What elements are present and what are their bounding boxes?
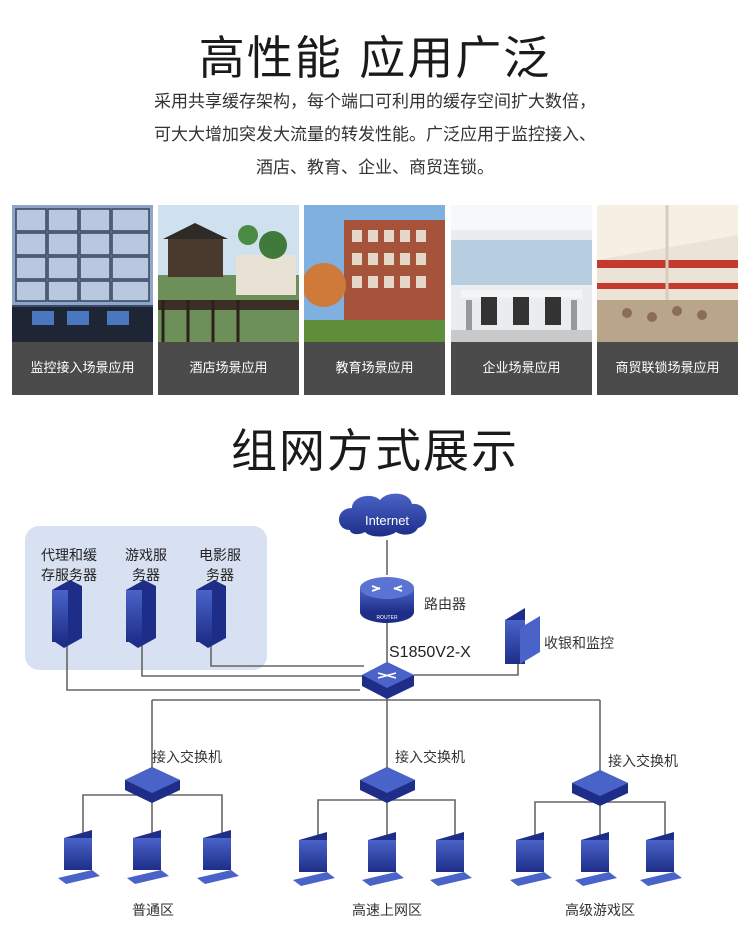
access-switch-label: 接入交换机: [608, 753, 678, 770]
internet-label: Internet: [365, 513, 409, 528]
router-badge: ROUTER: [376, 615, 398, 621]
server-label-line: 存服务器: [41, 568, 97, 584]
movie-server-label: 电影服 务器: [190, 546, 250, 586]
server-label-line: 务器: [132, 568, 160, 584]
section-title: 组网方式展示: [231, 424, 519, 478]
zone-label: 高速上网区: [352, 902, 422, 919]
scene-tile-education: 教育场景应用: [304, 205, 445, 395]
scene-tile-enterprise: 企业场景应用: [451, 205, 592, 395]
pc-icon: [430, 832, 472, 886]
pc-icon: [362, 832, 404, 886]
hotel-photo-icon: [158, 205, 299, 342]
scene-caption: 商贸联锁场景应用: [597, 342, 738, 395]
router-label: 路由器: [424, 597, 466, 613]
server-label-line: 游戏服: [125, 548, 167, 564]
proxy-server-label: 代理和缓 存服务器: [32, 546, 106, 586]
main-title: 高性能 应用广泛: [198, 31, 552, 85]
network-diagram: Internet ROUTER 路由器 S1850V2-X 收银和监控: [25, 493, 682, 919]
pc-icon: [197, 830, 239, 884]
access-switch-label: 接入交换机: [395, 749, 465, 766]
surveillance-photo-icon: [12, 205, 153, 342]
office-photo-icon: [451, 205, 592, 342]
scene-caption: 监控接入场景应用: [12, 342, 153, 395]
game-server-icon: [126, 580, 156, 648]
pc-icon: [58, 830, 100, 884]
description-line: 采用共享缓存架构，每个端口可利用的缓存空间扩大数倍，: [154, 92, 596, 112]
scene-caption: 酒店场景应用: [158, 342, 299, 395]
description-line: 可大大增加突发大流量的转发性能。广泛应用于监控接入、: [154, 125, 596, 145]
server-label-line: 代理和缓: [41, 548, 97, 564]
core-switch-icon: [362, 662, 414, 699]
access-switch-icon: [125, 767, 180, 803]
pc-icon: [575, 832, 617, 886]
access-switch-icon: [360, 767, 415, 803]
cashier-monitor-icon: [505, 608, 540, 664]
access-switch-label: 接入交换机: [152, 749, 222, 766]
monitor-label: 收银和监控: [544, 636, 614, 652]
scene-caption: 教育场景应用: [304, 342, 445, 395]
scene-caption: 企业场景应用: [451, 342, 592, 395]
description-line: 酒店、教育、企业、商贸连锁。: [256, 158, 494, 178]
server-label-line: 务器: [206, 568, 234, 584]
network-links: [66, 540, 666, 840]
internet-cloud-icon: [338, 493, 427, 537]
zone-label: 高级游戏区: [565, 902, 635, 919]
router-icon: [360, 577, 414, 623]
campus-photo-icon: [304, 205, 445, 342]
access-switch-icon: [572, 770, 628, 806]
server-label-line: 电影服: [199, 548, 241, 564]
pc-icon: [293, 832, 335, 886]
movie-server-icon: [196, 580, 226, 648]
description: 采用共享缓存架构，每个端口可利用的缓存空间扩大数倍， 可大大增加突发大流量的转发…: [0, 86, 750, 185]
pc-icon: [510, 832, 552, 886]
proxy-server-icon: [52, 580, 82, 648]
core-switch-label: S1850V2-X: [389, 644, 471, 661]
pc-icon: [127, 830, 169, 884]
scene-tile-surveillance: 监控接入场景应用: [12, 205, 153, 395]
scene-tile-hotel: 酒店场景应用: [158, 205, 299, 395]
zone-label: 普通区: [132, 903, 174, 919]
mall-photo-icon: [597, 205, 738, 342]
game-server-label: 游戏服 务器: [116, 546, 176, 586]
scene-tile-commerce: 商贸联锁场景应用: [597, 205, 738, 395]
pc-icon: [640, 832, 682, 886]
